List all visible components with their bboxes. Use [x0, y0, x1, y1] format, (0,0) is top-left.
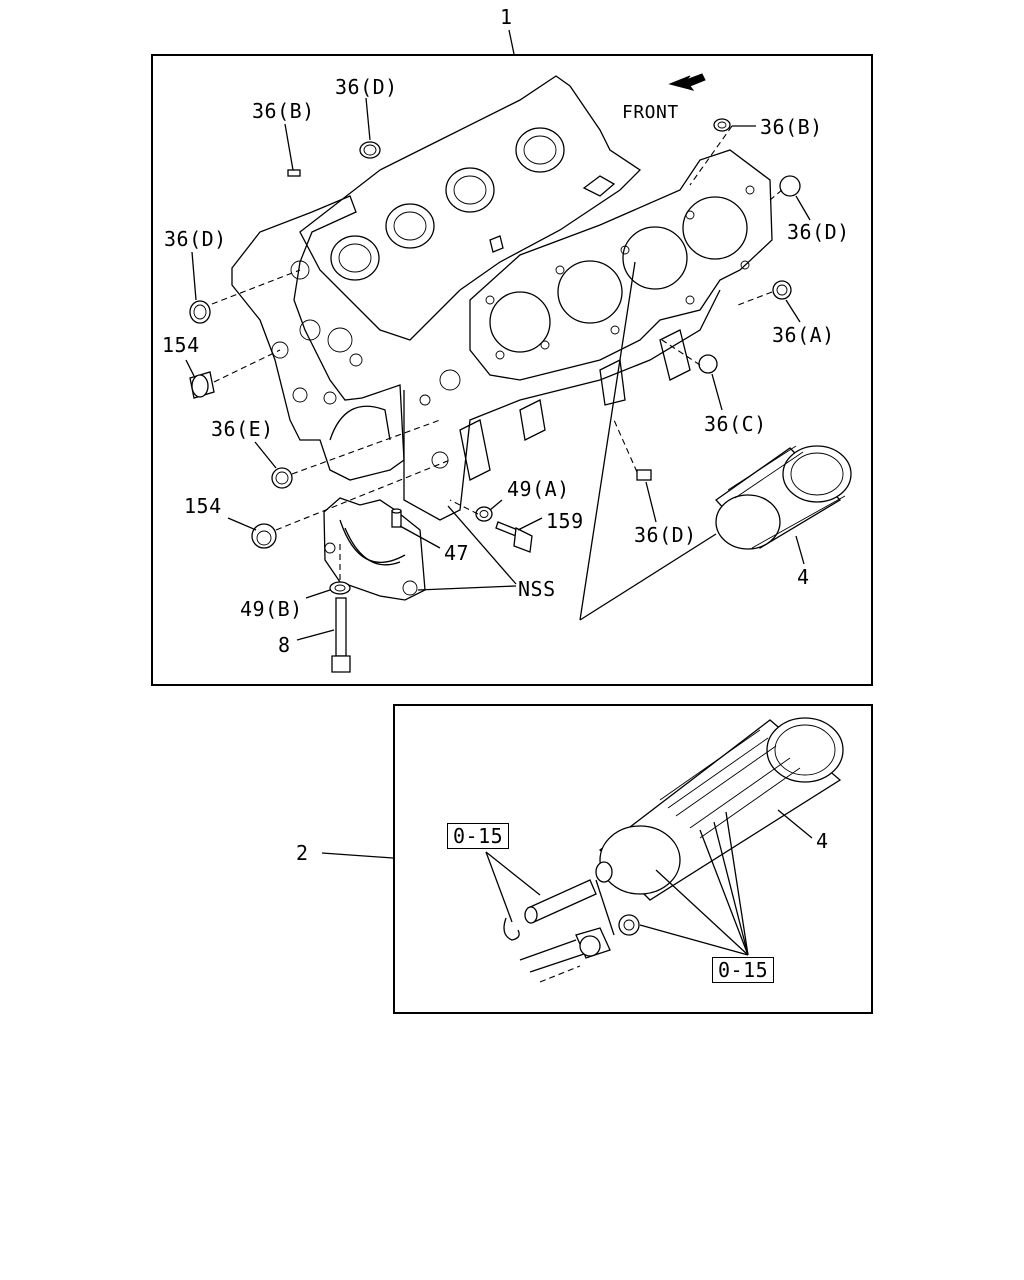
label-154-upper: 154 — [162, 333, 200, 357]
label-4-lower: 4 — [816, 829, 829, 853]
piston-drawing — [503, 717, 844, 983]
label-154-lower: 154 — [184, 494, 222, 518]
label-4-upper: 4 — [797, 565, 810, 589]
label-36d-left: 36(D) — [164, 227, 227, 251]
label-part-2: 2 — [296, 841, 309, 865]
label-nss: NSS — [518, 577, 556, 601]
label-49b: 49(B) — [240, 597, 303, 621]
front-arrow-icon — [668, 73, 706, 91]
small-parts-drawing — [189, 118, 801, 673]
cylinder-liner-upper-drawing — [715, 445, 852, 550]
label-36b-top-left: 36(B) — [252, 99, 315, 123]
label-159: 159 — [546, 509, 584, 533]
label-36a: 36(A) — [772, 323, 835, 347]
leader-part-1 — [508, 29, 515, 55]
label-36d-lower: 36(D) — [634, 523, 697, 547]
label-49a: 49(A) — [507, 477, 570, 501]
label-front: FRONT — [622, 102, 679, 123]
lower-frame — [393, 704, 873, 1014]
leader-lines — [185, 97, 813, 956]
engine-block-drawing — [231, 75, 773, 521]
label-part-1: 1 — [500, 5, 513, 29]
label-0-15-right: 0-15 — [712, 957, 775, 983]
label-36b-top-right: 36(B) — [760, 115, 823, 139]
label-36e: 36(E) — [211, 417, 274, 441]
label-36d-right: 36(D) — [787, 220, 850, 244]
label-36d-top: 36(D) — [335, 75, 398, 99]
label-47: 47 — [444, 541, 470, 565]
upper-frame — [151, 54, 873, 686]
label-36c: 36(C) — [704, 412, 767, 436]
label-8: 8 — [278, 633, 291, 657]
label-0-15-left: 0-15 — [447, 823, 510, 849]
bearing-cap-drawing — [323, 497, 426, 601]
